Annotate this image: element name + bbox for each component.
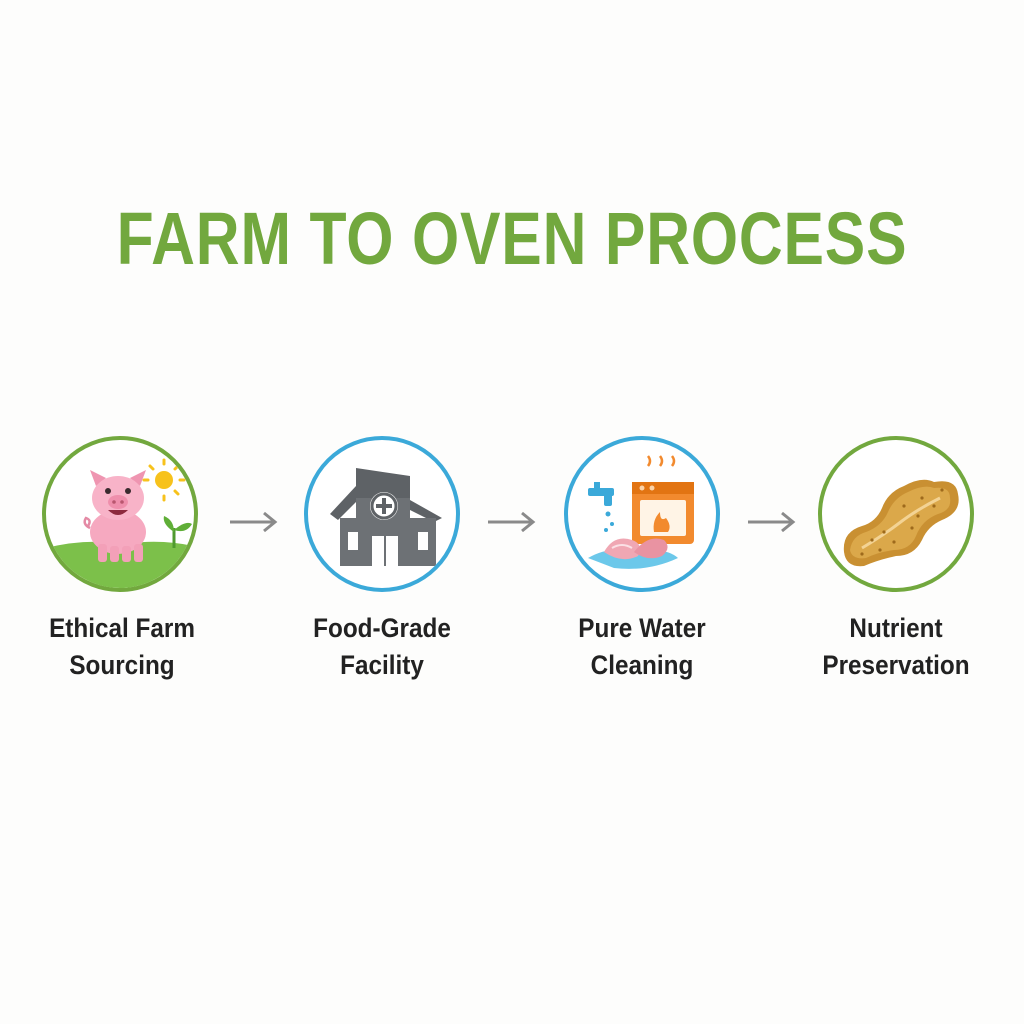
step-label: Nutrient Preservation <box>822 613 970 680</box>
page-title: FARM TO OVEN PROCESS <box>116 197 908 280</box>
arrow-right-icon <box>744 507 798 537</box>
step-label: Pure Water Cleaning <box>578 613 706 680</box>
step-label: Ethical Farm Sourcing <box>49 613 195 680</box>
water-and-oven-icon <box>564 436 720 592</box>
arrow-right-icon <box>226 507 280 537</box>
step-label: Food-Grade Facility <box>313 613 451 680</box>
facility-building-icon <box>304 436 460 592</box>
baked-treat-icon <box>818 436 974 592</box>
pig-on-farm-icon <box>42 436 198 592</box>
arrow-right-icon <box>484 507 538 537</box>
